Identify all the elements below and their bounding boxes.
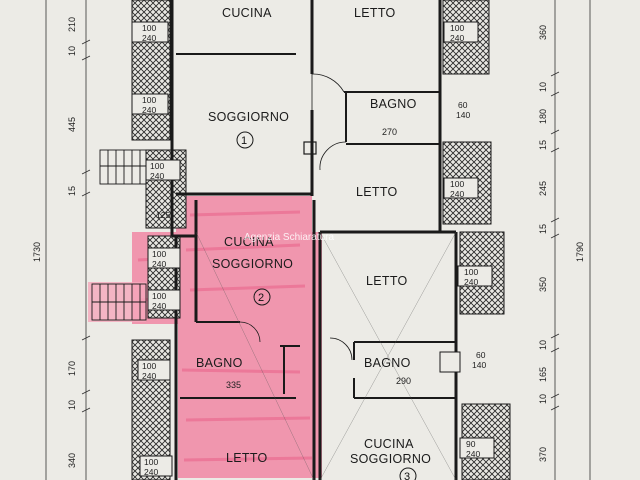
window-8-height: 240: [152, 301, 166, 311]
window-6-height: 240: [152, 259, 166, 269]
window-2-height: 240: [142, 105, 156, 115]
window-8-width: 100: [152, 291, 166, 301]
window-5-width: 100: [450, 179, 464, 189]
window-7-height: 240: [464, 277, 478, 287]
unit-2-number: 2: [258, 292, 264, 304]
window-11-width: 100: [144, 457, 158, 467]
left-dimension-line: [45, 0, 91, 480]
room-label-cucina-top: CUCINA: [222, 6, 272, 20]
dim-left-340: 340: [67, 453, 77, 468]
window-11-height: 240: [144, 467, 158, 477]
small-window-1-width: 60: [458, 100, 468, 110]
dim-bagno-right-width: 290: [396, 376, 411, 386]
small-window-1-height: 140: [456, 110, 470, 120]
dim-right-360: 360: [538, 25, 548, 40]
diagonal-guides: [195, 231, 457, 480]
window-3-height: 240: [450, 33, 464, 43]
right-dimension-line: [550, 0, 591, 480]
unit-1-number: 1: [241, 135, 247, 147]
dim-left-445: 445: [67, 117, 77, 132]
room-label-soggiorno-3: SOGGIORNO: [350, 452, 431, 466]
window-4-height: 240: [150, 171, 164, 181]
room-label-letto-right: LETTO: [366, 274, 408, 288]
dim-right-180: 180: [538, 109, 548, 124]
window-4-width: 100: [150, 161, 164, 171]
unit-3-number: 3: [404, 471, 410, 480]
window-3-width: 100: [450, 23, 464, 33]
dim-right-350: 350: [538, 277, 548, 292]
stairs-bottom: [91, 283, 147, 321]
dim-left-10b: 10: [67, 400, 77, 410]
room-label-letto-mid: LETTO: [356, 185, 398, 199]
window-1-width: 100: [142, 23, 156, 33]
window-9-width: 100: [142, 361, 156, 371]
dim-right-370: 370: [538, 447, 548, 462]
window-2-width: 100: [142, 95, 156, 105]
dim-left-15: 15: [67, 186, 77, 196]
dim-right-10a: 10: [538, 82, 548, 92]
small-window-2-width: 60: [476, 350, 486, 360]
room-label-letto-bottom: LETTO: [226, 451, 268, 465]
window-1-height: 240: [142, 33, 156, 43]
room-label-soggiorno: SOGGIORNO: [208, 110, 289, 124]
unit-1-marker: 1: [236, 131, 254, 149]
room-label-soggiorno-2: SOGGIORNO: [212, 257, 293, 271]
balcony-top-left: [131, 0, 171, 141]
dim-left-total: 1730: [32, 242, 42, 262]
unit-3-marker: 3: [399, 467, 417, 480]
window-7-width: 100: [464, 267, 478, 277]
dim-right-total: 1790: [575, 242, 585, 262]
window-marks: [131, 21, 495, 477]
small-window-2-height: 140: [472, 360, 486, 370]
window-10-height: 240: [466, 449, 480, 459]
room-label-bagno-left: BAGNO: [196, 356, 243, 370]
window-9-height: 240: [142, 371, 156, 381]
dim-right-165: 165: [538, 367, 548, 382]
dim-right-10c: 10: [538, 394, 548, 404]
unit-2-marker: 2: [253, 288, 271, 306]
window-6-width: 100: [152, 249, 166, 259]
dim-left-10a: 10: [67, 46, 77, 56]
dim-bagno-left-width: 335: [226, 380, 241, 390]
room-label-letto-top: LETTO: [354, 6, 396, 20]
window-10-width: 90: [466, 439, 476, 449]
doors: [239, 73, 353, 361]
dim-left-210: 210: [67, 17, 77, 32]
room-label-bagno-top: BAGNO: [370, 97, 417, 111]
dim-left-170: 170: [67, 361, 77, 376]
room-label-bagno-right: BAGNO: [364, 356, 411, 370]
stair-note: 125: [156, 210, 170, 220]
room-label-cucina-2: CUCINA: [224, 235, 274, 249]
dim-bagno-top-width: 270: [382, 127, 397, 137]
room-label-cucina-3: CUCINA: [364, 437, 414, 451]
dim-right-10b: 10: [538, 340, 548, 350]
watermark-text: Agenzia Schiaratura: [244, 232, 334, 243]
window-5-height: 240: [450, 189, 464, 199]
dim-right-15b: 15: [538, 224, 548, 234]
dim-right-15a: 15: [538, 140, 548, 150]
dim-right-245: 245: [538, 181, 548, 196]
